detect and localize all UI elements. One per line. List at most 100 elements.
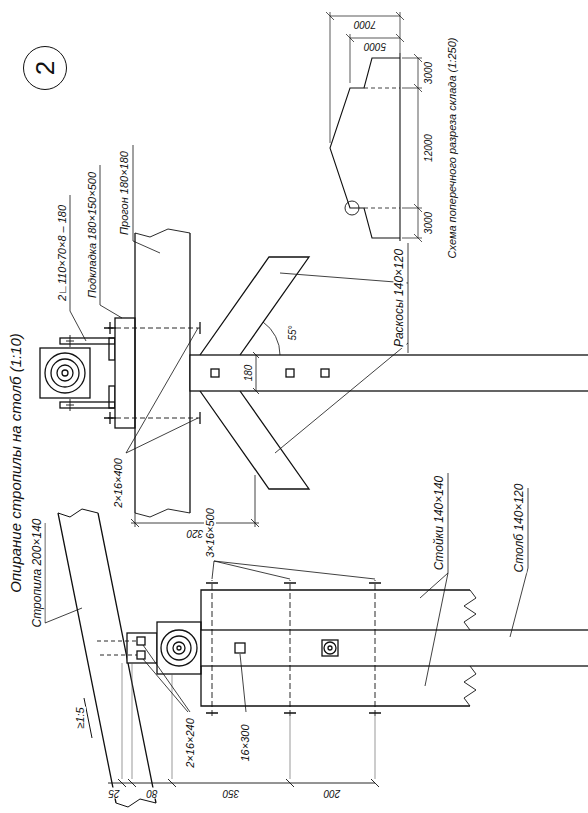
bolt-label: 3×16×500 xyxy=(204,507,216,559)
steel-angles xyxy=(60,335,115,411)
bearing-pad xyxy=(115,318,135,428)
section-scheme xyxy=(330,53,400,241)
angle-label: 55° xyxy=(287,324,298,341)
dimension-label: 200 xyxy=(323,788,342,799)
sheet-number: 2 xyxy=(32,61,58,75)
rafter-section xyxy=(45,353,85,393)
dimension-label: 320 xyxy=(186,528,205,539)
rafter xyxy=(58,509,156,807)
post-right xyxy=(190,355,588,391)
dimension-lines-right xyxy=(131,475,259,527)
dimension-lines xyxy=(118,779,379,787)
part-label: Прогон 180×180 xyxy=(118,150,130,236)
part-label: Раскосы 140×120 xyxy=(393,248,406,348)
scheme-dimensions xyxy=(402,58,422,238)
rafter-section xyxy=(40,348,90,398)
leader-lines xyxy=(212,561,375,579)
bolt-label: 16×300 xyxy=(239,723,251,762)
dimension-label: 12000 xyxy=(423,133,434,163)
braces xyxy=(200,391,309,489)
part-label: Подкладка 180×150×500 xyxy=(86,171,98,299)
end-grain-block xyxy=(173,642,185,654)
post-right xyxy=(211,369,219,377)
dimension-lines xyxy=(108,783,375,784)
bolt-symbols xyxy=(324,642,336,654)
bolt-symbols xyxy=(328,646,332,650)
post-right xyxy=(321,369,329,377)
sheet-number-circle: 2 xyxy=(23,46,67,90)
leader-lines xyxy=(420,473,448,686)
part-label: 2∟110×70×8 – 180 xyxy=(56,204,68,302)
post xyxy=(201,630,588,666)
post xyxy=(201,630,588,666)
leader-lines-right xyxy=(275,243,408,453)
section-scheme xyxy=(364,88,400,208)
bearing-pad xyxy=(115,318,135,428)
dimension-lines xyxy=(122,663,375,779)
rafter-section xyxy=(51,359,79,387)
leader-lines-right xyxy=(70,195,86,341)
steel-angles xyxy=(66,335,74,411)
braces xyxy=(200,257,309,489)
part-label: Стойки 140×140 xyxy=(433,475,446,572)
dimension-lines-right xyxy=(263,322,280,355)
rafter-bracket xyxy=(137,651,145,659)
section-scheme xyxy=(345,201,359,215)
purlin xyxy=(135,233,190,513)
end-grain-block xyxy=(167,636,191,660)
bolt-symbols xyxy=(206,580,381,716)
leader-lines xyxy=(45,473,528,712)
dimension-lines xyxy=(108,663,379,787)
bolt-symbols xyxy=(322,640,338,656)
scheme-dimensions xyxy=(346,34,404,83)
scheme-dimensions xyxy=(326,12,422,242)
slope-label: ≥1:5 xyxy=(74,706,86,729)
end-grain-block xyxy=(161,630,197,666)
dimension-lines-right xyxy=(253,352,259,394)
rafter xyxy=(58,509,156,807)
stoiki xyxy=(464,590,476,706)
leader-lines-right xyxy=(70,145,408,453)
bolt-symbols xyxy=(206,583,381,713)
steel-angles xyxy=(109,386,115,408)
end-grain-block xyxy=(177,646,181,650)
end-grain-block xyxy=(157,622,201,674)
leader-lines xyxy=(143,645,190,712)
section-scheme xyxy=(330,58,400,238)
rafter-bracket xyxy=(97,633,157,663)
bolt-label: 2×16×400 xyxy=(112,457,124,509)
scheme-dimensions xyxy=(326,12,404,143)
post-right xyxy=(286,369,294,377)
rafter-section xyxy=(62,370,68,376)
purlin xyxy=(135,229,190,517)
scheme-title: Схема поперечного разреза склада (1:250) xyxy=(446,37,458,260)
dimension-label: 180 xyxy=(243,364,254,383)
purlin xyxy=(135,229,190,517)
end-grain-block xyxy=(157,622,201,674)
dimension-label: 80 xyxy=(145,788,158,799)
dimension-label: 350 xyxy=(222,788,241,799)
steel-angles xyxy=(109,338,115,360)
purlin-bolts xyxy=(104,322,200,424)
dimension-label: 7000 xyxy=(353,19,377,30)
braces xyxy=(200,257,309,355)
post-right xyxy=(190,355,588,391)
rafter-bracket xyxy=(137,637,145,645)
dimension-label: 3000 xyxy=(423,211,434,235)
dimension-lines-right xyxy=(131,322,280,527)
rafter xyxy=(58,513,156,803)
dimension-label: 3000 xyxy=(423,61,434,85)
leader-lines-right xyxy=(133,145,160,253)
drawing-title: Опирание стропилы на столб (1:10) xyxy=(8,332,25,594)
section-scheme xyxy=(399,53,400,241)
rafter-section xyxy=(57,365,73,381)
leader-lines xyxy=(45,523,82,623)
scheme-dimensions xyxy=(414,54,422,242)
leader-lines-right xyxy=(126,328,198,453)
part-label: Стропила 200×140 xyxy=(31,518,44,629)
dimension-label: 5000 xyxy=(363,41,387,52)
part-label: Столб 140×120 xyxy=(513,483,526,574)
